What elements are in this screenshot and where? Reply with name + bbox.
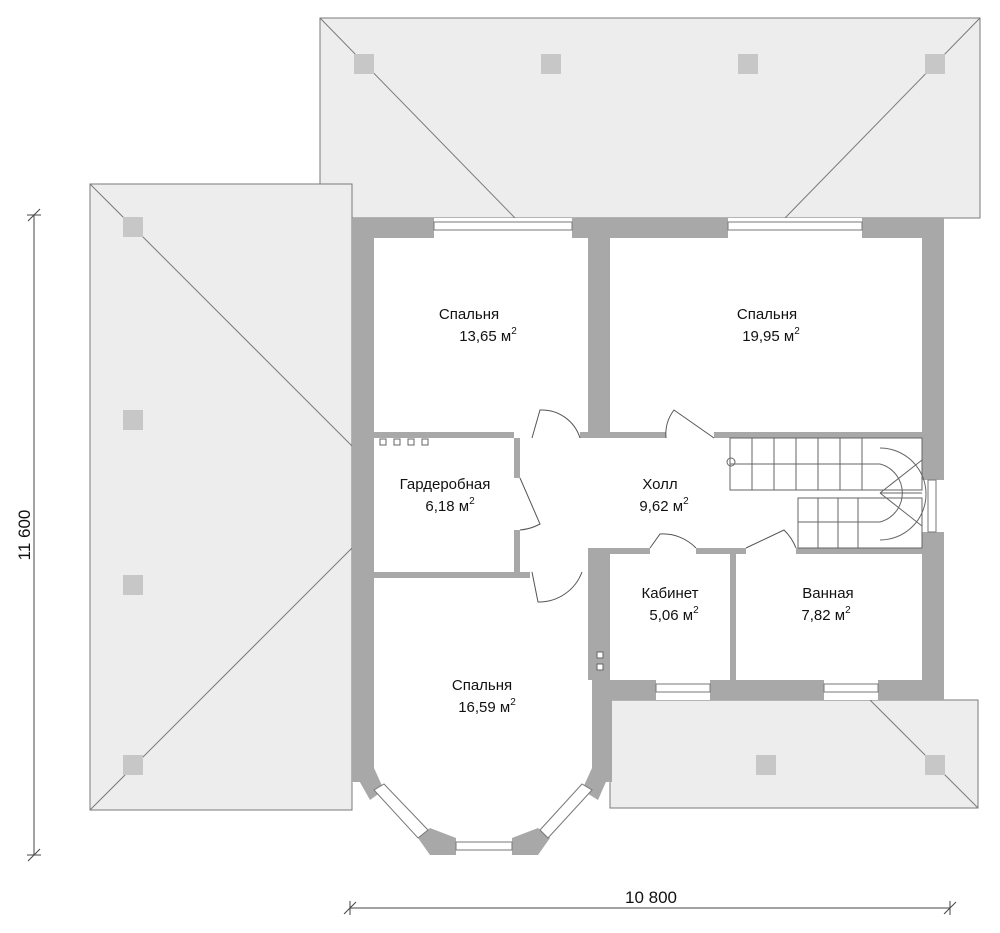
window-bathroom [823, 683, 879, 693]
roof-left [89, 183, 353, 811]
walls [352, 218, 944, 855]
room-area: 19,95 м [742, 328, 794, 345]
room-bedroom-1: Спальня 13,65 м2 [439, 306, 517, 345]
svg-text:13,65 м2: 13,65 м2 [459, 326, 517, 345]
window-hall-right [927, 479, 937, 533]
room-area: 16,59 м [458, 699, 510, 716]
room-name: Ванная [802, 585, 853, 602]
window-bay-right [539, 783, 593, 839]
svg-text:16,59 м2: 16,59 м2 [458, 697, 516, 716]
window-bedroom-1 [433, 221, 573, 231]
room-bedroom-3: Спальня 16,59 м2 [452, 677, 516, 716]
windows [373, 221, 937, 851]
roof-bottom-right [609, 699, 979, 809]
room-bathroom: Ванная 7,82 м2 [801, 585, 853, 624]
room-area: 7,82 м [801, 607, 845, 624]
room-area: 5,06 м [649, 607, 693, 624]
room-name: Спальня [452, 677, 512, 694]
room-name: Спальня [439, 306, 499, 323]
doors [519, 409, 797, 603]
dimension-height [27, 208, 41, 862]
svg-text:19,95 м2: 19,95 м2 [742, 326, 800, 345]
room-area: 6,18 м [425, 498, 469, 515]
room-study: Кабинет 5,06 м2 [641, 585, 699, 624]
roof-top [319, 17, 981, 219]
window-bedroom-2 [727, 221, 863, 231]
room-area: 13,65 м [459, 328, 511, 345]
dimension-width-label: 10 800 [625, 888, 677, 907]
room-name: Спальня [737, 306, 797, 323]
svg-text:7,82 м2: 7,82 м2 [801, 605, 851, 624]
window-bay-bottom [455, 841, 513, 851]
dimension-width [343, 901, 957, 915]
room-name: Холл [642, 476, 677, 493]
svg-text:6,18 м2: 6,18 м2 [425, 496, 475, 515]
window-study [655, 683, 711, 693]
wardrobe-shelf-markers [379, 438, 604, 671]
chimney-markers [123, 54, 945, 775]
room-bedroom-2: Спальня 19,95 м2 [737, 306, 800, 345]
room-name: Гардеробная [400, 476, 491, 493]
svg-text:5,06 м2: 5,06 м2 [649, 605, 699, 624]
room-name: Кабинет [641, 585, 698, 602]
room-area: 9,62 м [639, 498, 683, 515]
window-bay-left [373, 783, 429, 839]
svg-text:9,62 м2: 9,62 м2 [639, 496, 689, 515]
staircase [726, 437, 927, 549]
room-wardrobe: Гардеробная 6,18 м2 [400, 476, 491, 515]
room-hall: Холл 9,62 м2 [639, 476, 689, 515]
dimension-height-label: 11 600 [15, 510, 34, 561]
